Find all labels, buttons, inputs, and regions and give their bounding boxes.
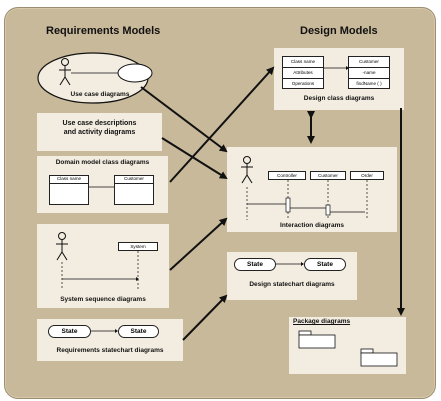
interaction-box — [227, 147, 397, 232]
design-customer-op: findName ( ) — [356, 81, 382, 86]
design-models-heading: Design Models — [300, 25, 378, 37]
design-attributes: Attributes — [283, 68, 323, 79]
design-class-association-arrowhead — [346, 66, 349, 70]
arrow-domain-to-design-class — [169, 66, 275, 183]
ssd-system-box: System — [118, 242, 158, 251]
arrow-usecase-to-interaction — [140, 86, 228, 153]
design-class-label: Design class diagrams — [303, 95, 375, 102]
system-sequence-label: System sequence diagrams — [60, 296, 146, 303]
design-operations: Operations — [291, 81, 315, 86]
design-class-customer: Customer -name findName ( ) — [348, 56, 390, 89]
customer-text: Customer — [115, 176, 153, 184]
req-statechart-label: Requirements statechart diagrams — [56, 347, 164, 354]
design-class-generic: Class name Attributes Operations — [282, 56, 324, 89]
use-case-descriptions-box — [37, 113, 162, 151]
req-state-2: State — [118, 325, 159, 338]
design-transition-arrowhead — [301, 262, 304, 266]
domain-class-box-1: Class name — [49, 175, 89, 205]
design-statechart-label: Design statechart diagrams — [249, 281, 335, 288]
interaction-customer-box: Customer — [310, 171, 346, 180]
requirements-models-heading: Requirements Models — [46, 25, 161, 37]
design-customer-attr: -name — [349, 68, 389, 79]
controller-box: Controller — [268, 171, 306, 180]
domain-model-label: Domain model class diagrams — [55, 159, 150, 166]
use-case-descriptions-label: Use case descriptions and activity diagr… — [62, 120, 137, 136]
arrow-ssd-to-interaction — [169, 217, 228, 271]
package-icon-2 — [360, 348, 398, 367]
order-box: Order — [350, 171, 384, 180]
arrow-descriptions-to-interaction — [161, 137, 228, 180]
design-state-1: State — [234, 258, 276, 271]
class-name-text: Class name — [50, 176, 88, 184]
package-icon-1 — [298, 330, 336, 349]
design-state-2: State — [304, 258, 346, 271]
interaction-actor-icon — [241, 156, 253, 184]
actor-icon — [59, 58, 71, 86]
arrow-req-state-to-design-state — [182, 294, 228, 341]
design-customer-name: Customer — [349, 57, 389, 68]
package-label: Package diagrams — [293, 318, 351, 325]
interaction-label: Interaction diagrams — [280, 222, 344, 229]
use-case-diagrams-label: Use case diagrams — [70, 91, 130, 98]
ssd-actor-icon — [56, 232, 68, 261]
customer-activation — [325, 204, 331, 216]
req-state-1: State — [48, 325, 91, 338]
controller-activation — [285, 197, 291, 213]
req-transition-arrowhead — [115, 329, 118, 333]
domain-class-box-2: Customer — [114, 175, 154, 205]
ssd-message-arrowhead — [136, 277, 139, 281]
design-class-name: Class name — [283, 57, 323, 68]
use-case-oval — [117, 63, 153, 83]
